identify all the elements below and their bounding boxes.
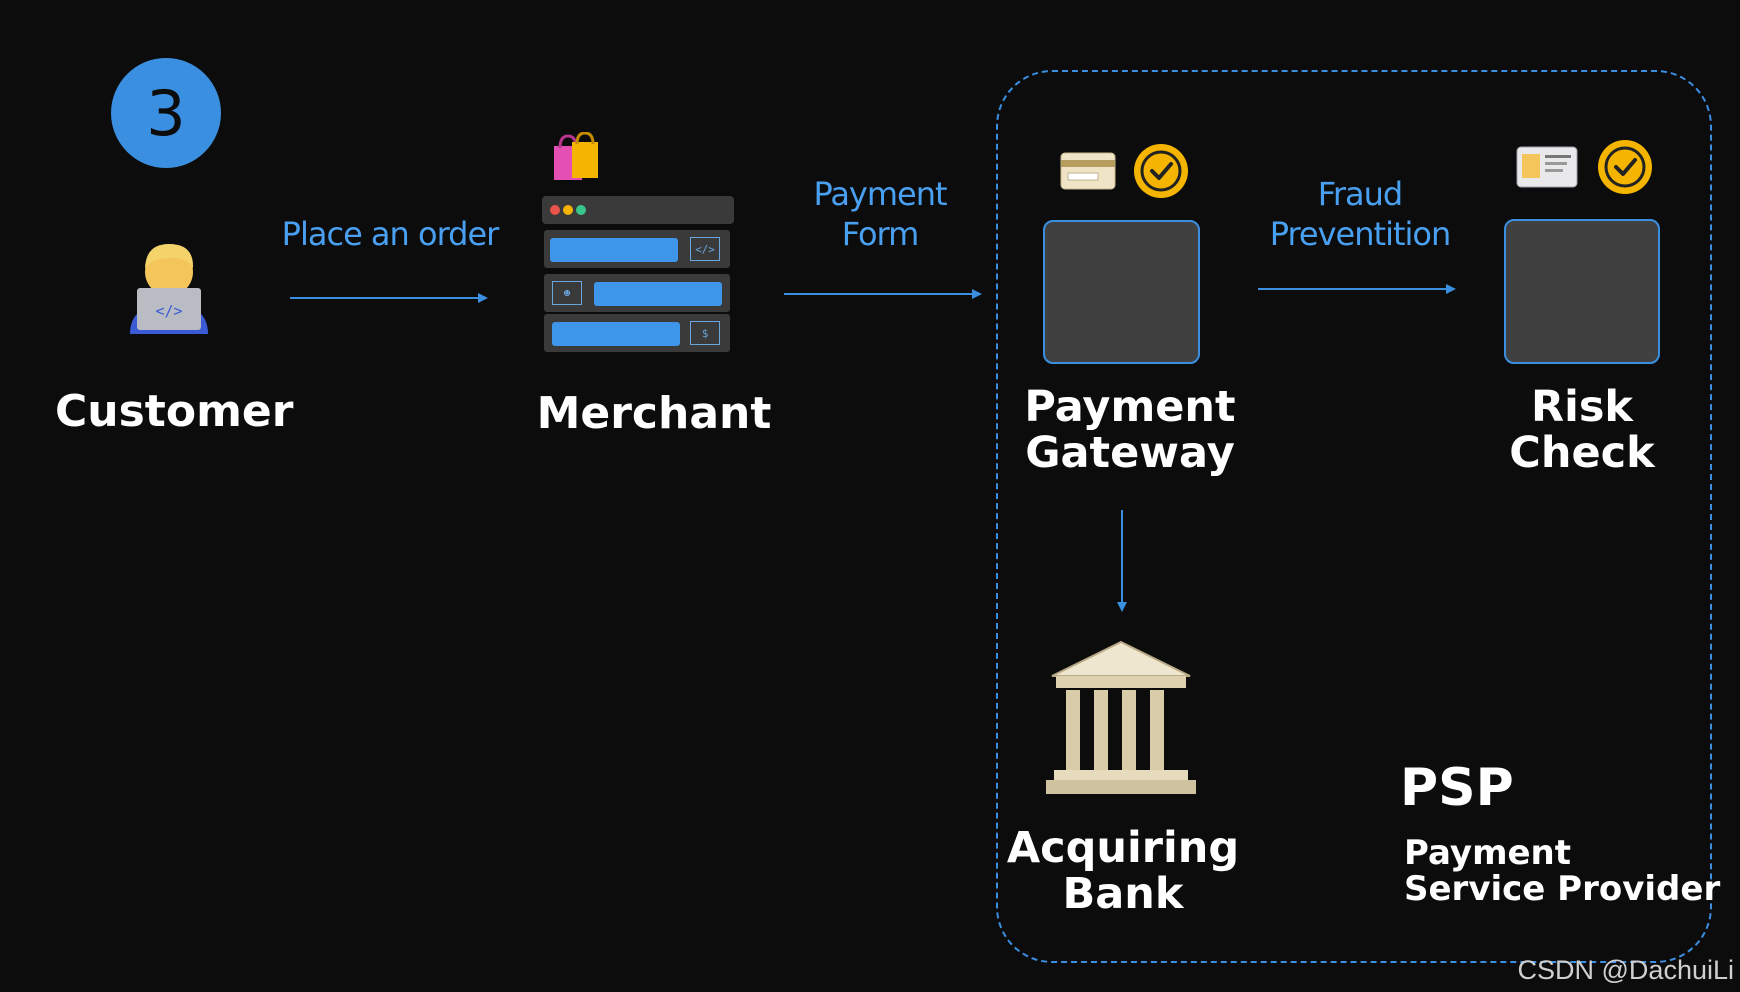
browser-row: $	[544, 314, 730, 352]
acquiring-bank-label: Acquiring Bank	[1000, 825, 1246, 918]
content-bar	[594, 282, 722, 306]
svg-text:</>: </>	[155, 302, 182, 320]
dollar-icon: $	[690, 321, 720, 345]
shopping-bags-icon	[554, 132, 598, 180]
psp-subtitle-line-1: Payment	[1404, 833, 1572, 873]
window-minimize-dot	[563, 205, 573, 215]
watermark: CSDN @DachuiLi	[1517, 955, 1734, 985]
payment-gateway-label: Payment Gateway	[1010, 384, 1250, 477]
arrow-customer-to-merchant	[290, 293, 488, 303]
payment-gateway-line-1: Payment	[1024, 382, 1236, 432]
arrow-merchant-to-gateway	[784, 289, 982, 299]
risk-check-line-2: Check	[1509, 428, 1655, 479]
acquiring-bank-line-2: Bank	[1062, 869, 1184, 920]
payment-gateway-box	[1043, 220, 1200, 364]
psp-subtitle: Payment Service Provider	[1404, 833, 1721, 909]
merchant-label: Merchant	[536, 388, 772, 439]
payment-form-label: Payment Form	[780, 174, 980, 254]
user-icon: ☻	[552, 281, 582, 305]
arrow-gateway-to-risk	[1258, 284, 1456, 294]
browser-row: </>	[544, 230, 730, 268]
code-icon: </>	[690, 237, 720, 261]
fraud-prevention-label: Fraud Preventition	[1260, 174, 1460, 254]
acquiring-bank-line-1: Acquiring	[1006, 823, 1240, 873]
content-bar	[552, 322, 680, 346]
window-close-dot	[550, 205, 560, 215]
payment-form-line-1: Payment	[813, 175, 947, 213]
risk-check-line-1: Risk	[1530, 382, 1634, 432]
verified-check-icon	[1134, 144, 1188, 198]
risk-check-box	[1504, 219, 1660, 364]
browser-title-bar	[542, 196, 734, 224]
arrow-gateway-to-bank	[1117, 510, 1127, 612]
id-card-icon	[1516, 146, 1578, 188]
merchant-website-illustration: </> ☻ $	[542, 196, 734, 352]
window-maximize-dot	[576, 205, 586, 215]
verified-check-icon	[1598, 140, 1652, 194]
psp-boundary	[996, 70, 1712, 963]
psp-title: PSP	[1400, 758, 1514, 818]
fraud-prevention-line-2: Preventition	[1269, 215, 1452, 253]
risk-check-label: Risk Check	[1462, 384, 1702, 477]
content-bar	[550, 238, 678, 262]
fraud-prevention-line-1: Fraud	[1317, 175, 1403, 213]
technologist-icon: </>	[130, 244, 208, 334]
payment-gateway-line-2: Gateway	[1025, 428, 1235, 479]
step-number-badge: 3	[111, 58, 221, 168]
psp-subtitle-line-2: Service Provider	[1404, 868, 1721, 909]
classical-building-icon	[1046, 640, 1196, 794]
place-order-label: Place an order	[281, 215, 500, 253]
customer-label: Customer	[55, 386, 294, 437]
payment-form-line-2: Form	[841, 215, 920, 253]
credit-card-icon	[1060, 152, 1116, 190]
browser-row: ☻	[544, 274, 730, 312]
